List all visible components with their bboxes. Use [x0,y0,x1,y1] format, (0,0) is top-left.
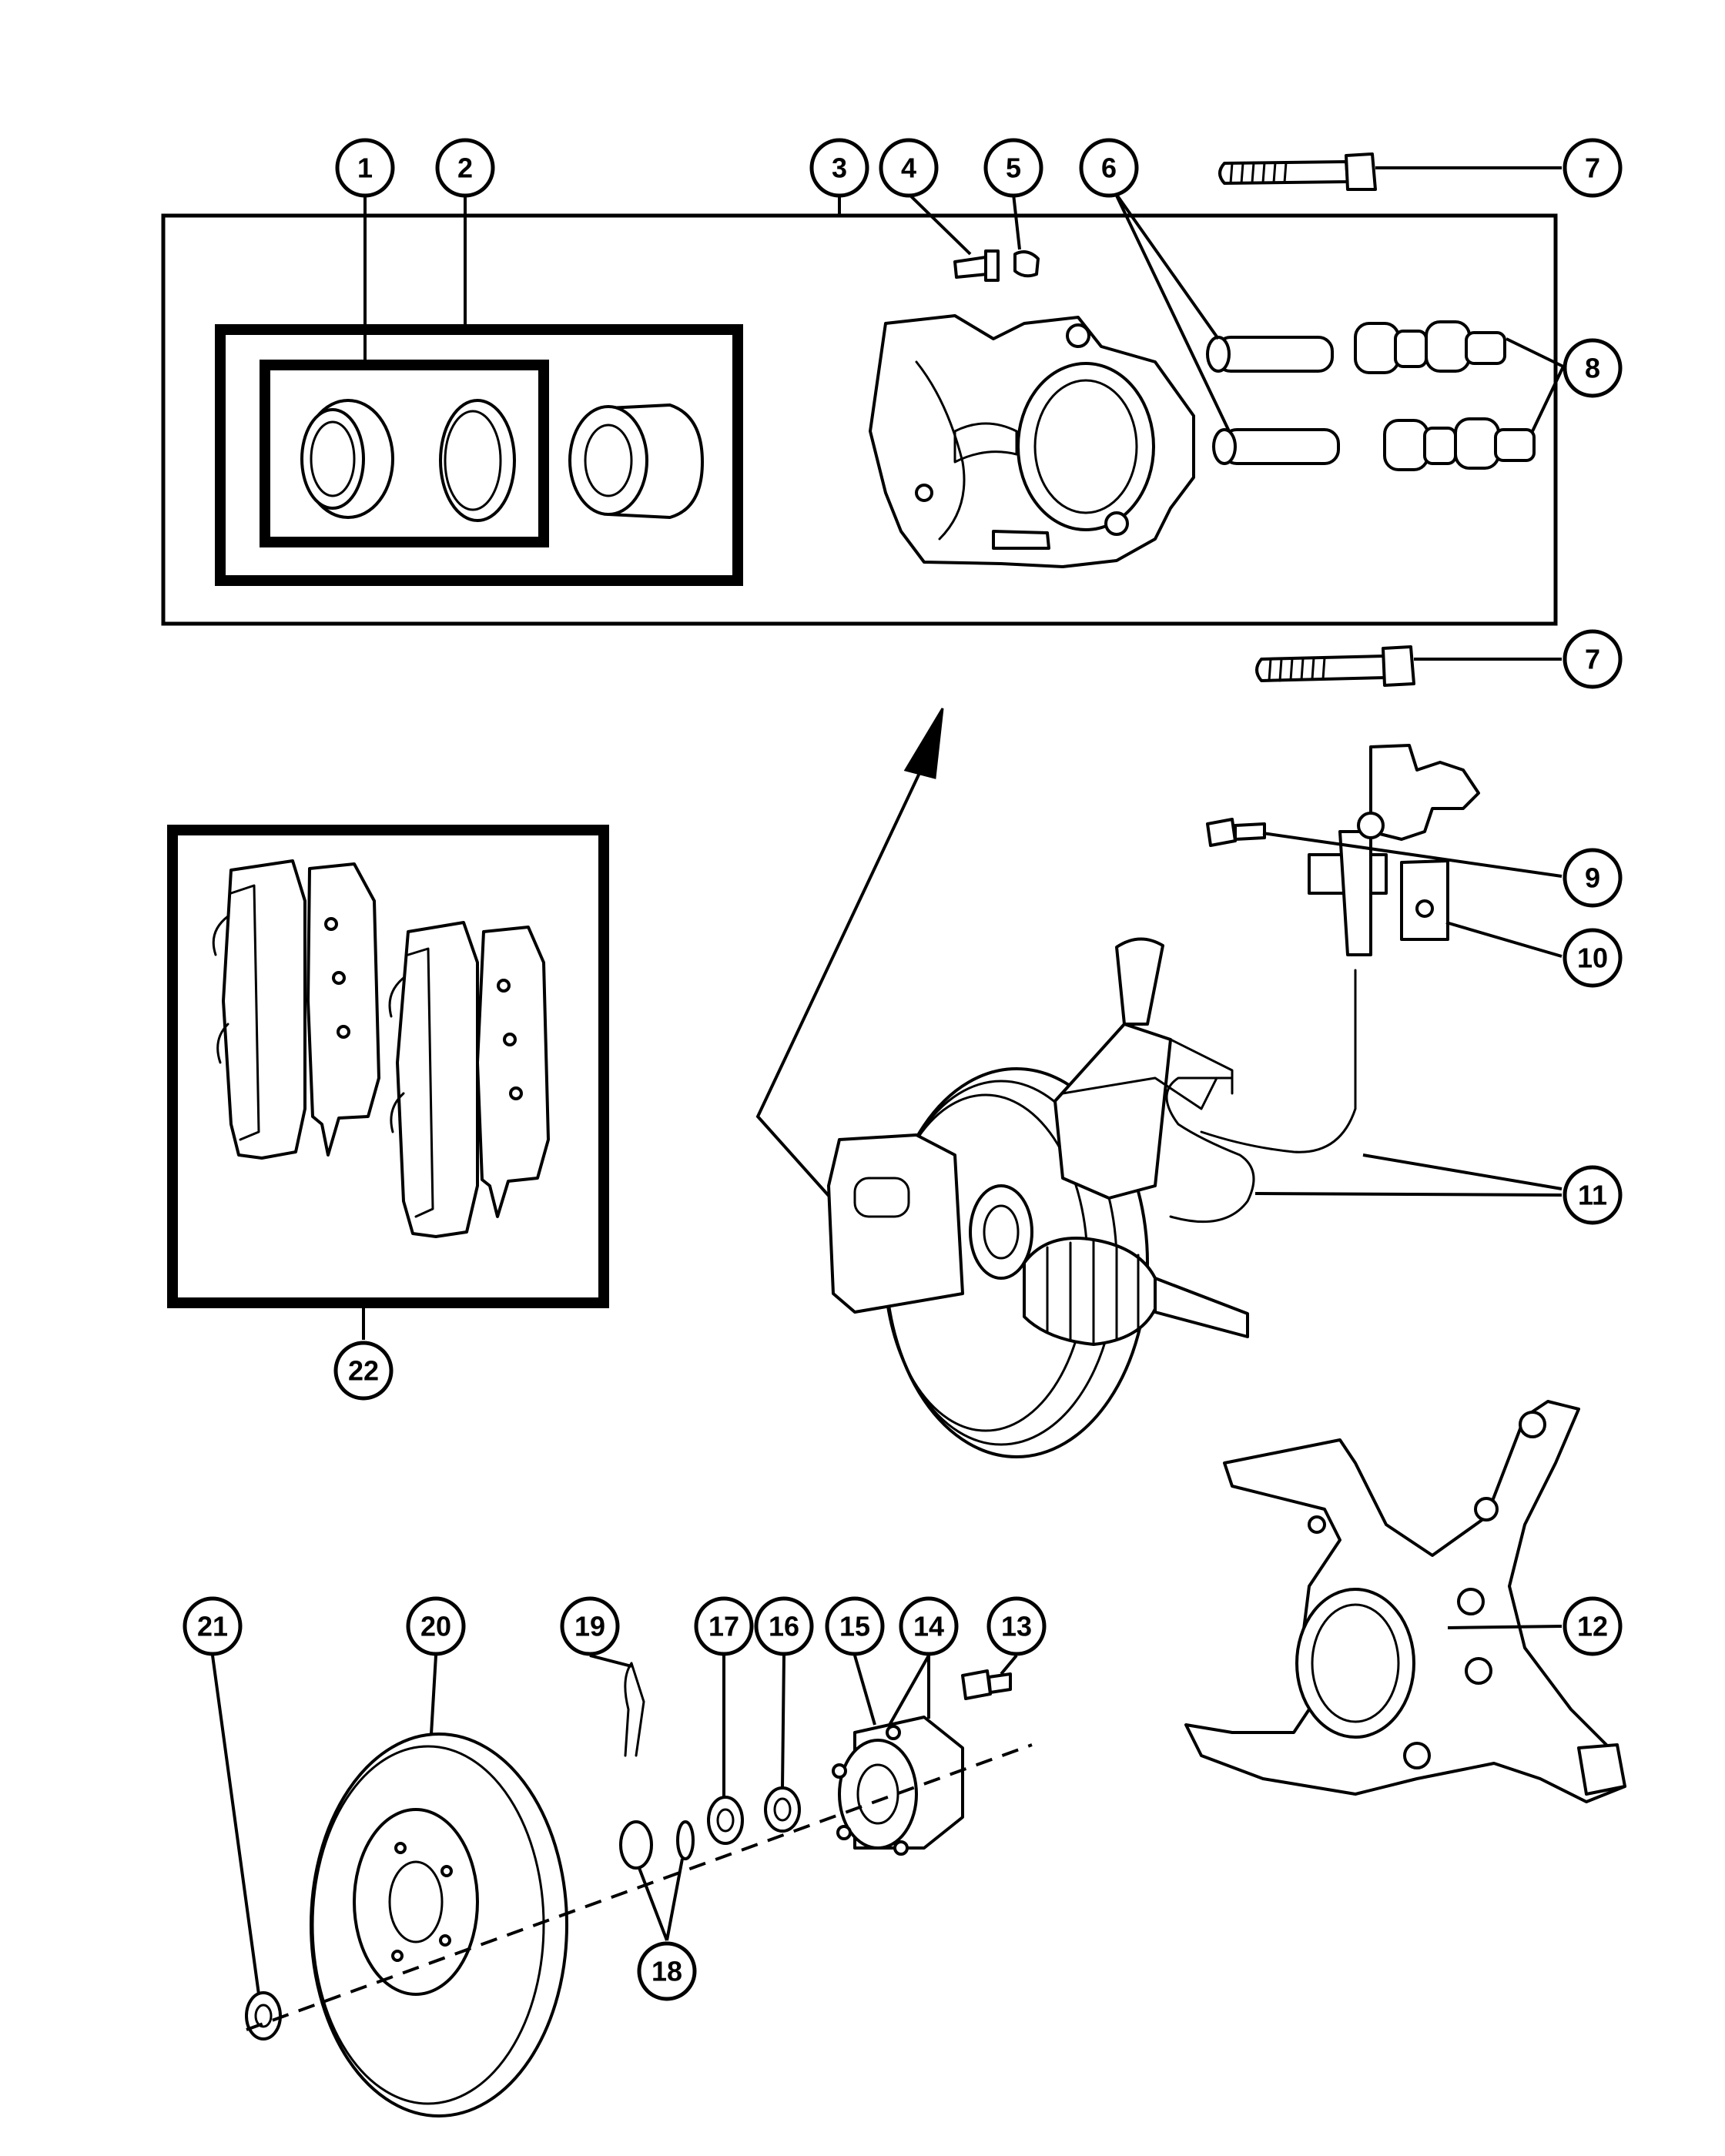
svg-text:10: 10 [1577,942,1608,974]
guide-pin-sleeve-upper [1206,336,1334,373]
callout-17: 17 [694,1596,754,1656]
callout-7-lower: 7 [1563,629,1623,689]
callout-12: 12 [1563,1596,1623,1656]
caliper-bolt-lower [1255,645,1415,687]
leader-6 [1114,191,1231,432]
piston-seal-frame [260,360,549,547]
svg-text:7: 7 [1585,644,1600,675]
svg-text:20: 20 [420,1611,451,1642]
callout-8: 8 [1563,338,1623,398]
callout-14: 14 [899,1596,959,1656]
callout-6: 6 [1079,138,1139,198]
svg-text:14: 14 [913,1611,944,1642]
callout-19: 19 [560,1596,620,1656]
callout-5: 5 [983,138,1043,198]
callout-15: 15 [825,1596,885,1656]
brake-rotor [310,1732,568,2118]
svg-text:7: 7 [1585,152,1600,184]
svg-text:16: 16 [769,1611,799,1642]
bleeder-screw [953,249,1000,282]
leader-9 [1262,832,1563,878]
hub-nut [707,1796,744,1845]
cotter-pin [624,1662,645,1757]
piston-seal [439,399,516,522]
steering-knuckle [1184,1400,1626,1803]
callout-2: 2 [435,138,495,198]
leader-20 [430,1655,437,1735]
bleeder-cap [1013,250,1040,278]
callout-3: 3 [809,138,869,198]
leader-15 [853,1655,876,1726]
knuckle-rotor-assembly [827,937,1357,1458]
svg-text:13: 13 [1001,1611,1032,1642]
svg-text:4: 4 [901,152,916,184]
hub-bearing [832,1716,964,1856]
callout-1: 1 [335,138,395,198]
hub-bolt [961,1669,1012,1700]
svg-text:22: 22 [348,1355,379,1387]
callout-18: 18 [637,1941,697,2001]
callout-16: 16 [754,1596,814,1656]
caliper-bolt-upper [1218,152,1377,191]
guide-pin-bushing-upper [1354,320,1506,374]
callout-4: 4 [879,138,939,198]
leader-5 [1012,193,1021,250]
svg-text:11: 11 [1578,1180,1607,1211]
leader-14 [887,1655,930,1727]
leader-21 [211,1655,260,1995]
axle-centerline [246,1743,1033,2031]
svg-text:5: 5 [1006,152,1021,184]
callout-13: 13 [986,1596,1047,1656]
callout-21: 21 [183,1596,243,1656]
svg-text:21: 21 [197,1611,228,1642]
svg-text:17: 17 [708,1611,739,1642]
svg-text:9: 9 [1585,862,1600,894]
piston-boot [300,399,394,519]
callout-22: 22 [333,1341,394,1401]
sensor-bolt [1206,818,1266,847]
nut-lock [619,1820,695,1870]
abs-sensor-bracket [1308,744,1480,956]
caliper-kit-frame [161,213,1558,626]
callout-20: 20 [406,1596,466,1656]
leader-19 [589,1654,632,1668]
caliper-piston [568,403,704,519]
svg-text:1: 1 [357,152,373,184]
svg-text:6: 6 [1101,152,1117,184]
callout-7-upper: 7 [1563,138,1623,198]
caliper-housing [869,314,1195,568]
svg-text:18: 18 [651,1956,682,1987]
wheel-nut [245,1991,282,2040]
callout-10: 10 [1563,928,1623,988]
leader-4 [907,192,972,256]
svg-text:19: 19 [574,1611,605,1642]
brake-pad-kit-frame [167,825,609,1308]
leader-10 [1445,921,1563,958]
callout-9: 9 [1563,848,1623,908]
svg-text:2: 2 [457,152,473,184]
leader-11 [1254,1153,1563,1197]
svg-text:12: 12 [1577,1611,1608,1642]
guide-pin-bushing-lower [1383,417,1536,471]
leader-12 [1447,1625,1563,1629]
seal-kit-frame [215,324,743,586]
guide-pin-sleeve-lower [1212,428,1340,465]
callout-11: 11 [1563,1165,1623,1225]
washer [764,1786,801,1833]
leader-8 [1506,337,1565,432]
leader-18 [638,1858,684,1941]
svg-text:15: 15 [839,1611,870,1642]
leader-13 [1000,1654,1018,1676]
leader-16 [781,1655,785,1789]
brake-pad-set [212,859,550,1238]
assembly-arrow [755,708,944,1206]
svg-text:3: 3 [832,152,847,184]
svg-text:8: 8 [1585,353,1600,384]
